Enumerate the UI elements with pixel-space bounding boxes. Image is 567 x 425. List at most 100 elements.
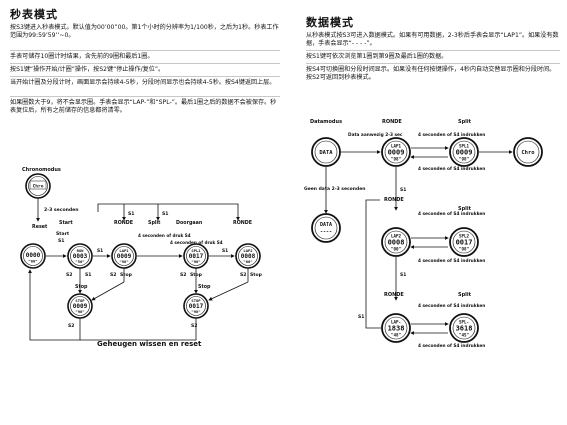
s1-label: S1 bbox=[58, 238, 65, 244]
svg-text:LAP1: LAP1 bbox=[119, 248, 129, 253]
svg-text:"98": "98" bbox=[75, 309, 84, 314]
divider bbox=[10, 50, 280, 51]
reset-caption: Geheugen wissen en reset bbox=[97, 340, 202, 348]
paragraph: 从秒表模式按S3可进入数据模式。如果有可用数据，2-3秒后手表会显示“LAP1”… bbox=[306, 32, 559, 48]
divider bbox=[10, 96, 280, 97]
svg-text:1838: 1838 bbox=[388, 325, 405, 333]
watch-display-spl1: SPL1 0009 "98" bbox=[449, 137, 479, 167]
state-label-split: Split bbox=[148, 220, 161, 226]
hold-note: 4 seconden of druk S4 bbox=[170, 240, 223, 245]
state-label-reset: Reset bbox=[32, 224, 48, 230]
hold-note: 4 seconden of S4 indrukken bbox=[418, 343, 485, 349]
s1-label: S1 bbox=[97, 248, 103, 254]
hold-note: 4 seconden of druk S4 bbox=[138, 233, 191, 238]
stop-label: Stop bbox=[75, 284, 88, 290]
split-label: Split bbox=[458, 292, 472, 298]
ronde-label: RONDE bbox=[384, 197, 404, 203]
svg-text:0017: 0017 bbox=[456, 239, 473, 247]
paragraph: 如果圈数大于9，将不会显示圈。手表会显示“LAP-”和“SPL-”。最后1圈之后… bbox=[10, 99, 277, 115]
watch-display-lap2: LAP2 0008 "00" bbox=[235, 243, 261, 269]
divider bbox=[306, 63, 560, 64]
svg-text:LAP2: LAP2 bbox=[391, 234, 402, 239]
svg-text:STOP: STOP bbox=[191, 298, 201, 303]
display-top-text: Chro bbox=[33, 184, 44, 190]
watch-display-spl1: SPL1 0017 "98" bbox=[183, 243, 209, 269]
svg-text:"98": "98" bbox=[191, 259, 200, 264]
s1-label: S1 bbox=[162, 211, 169, 217]
svg-text:DATA: DATA bbox=[320, 222, 332, 228]
paragraph: 当开始计圈及分段计时，画面显示会持续4-5秒，分段时间显示也会持续4-5秒。按S… bbox=[10, 79, 276, 86]
svg-text:"98": "98" bbox=[119, 259, 128, 264]
svg-text:"00": "00" bbox=[28, 259, 37, 264]
svg-text:"48": "48" bbox=[391, 333, 402, 338]
stopwatch-flow-diagram: Chronomodus Chro 2-3 seconden Reset Star… bbox=[20, 167, 263, 348]
svg-text:"45": "45" bbox=[459, 333, 470, 338]
svg-text:SPL1: SPL1 bbox=[191, 248, 201, 253]
svg-text:0009: 0009 bbox=[117, 253, 132, 260]
watch-display-lap1: LAP1 0009 "98" bbox=[111, 243, 137, 269]
state-label-ronde-2: RONDE bbox=[233, 220, 252, 226]
watch-display-data: DATA bbox=[311, 137, 341, 167]
svg-text:"56": "56" bbox=[75, 259, 84, 264]
paragraph: 按S1键“操作开始/计圈”操作，按S2键“停止操作/复位”。 bbox=[10, 66, 165, 73]
s1-label: S1 bbox=[128, 211, 135, 217]
s1-label: S1 bbox=[400, 187, 406, 193]
data-mode-flow-diagram: Datamodus RONDE Split Data aanwezig 2-3 … bbox=[304, 119, 543, 349]
svg-text:Chro: Chro bbox=[521, 150, 535, 156]
state-label-ronde: RONDE bbox=[114, 220, 133, 226]
svg-text:RUN: RUN bbox=[77, 248, 85, 253]
svg-text:0009: 0009 bbox=[456, 149, 473, 157]
watch-display-stop-2: STOP 0017 "98" bbox=[183, 293, 209, 319]
stop-label: Stop bbox=[198, 284, 211, 290]
section-title: 数据模式 bbox=[306, 16, 354, 29]
section-title: 秒表模式 bbox=[10, 8, 58, 21]
stop-label: Stop bbox=[250, 272, 263, 278]
state-label-doorgaan: Doorgaan bbox=[176, 220, 203, 226]
s1-label: S1 bbox=[222, 248, 228, 254]
svg-text:"00": "00" bbox=[243, 259, 252, 264]
data-note: Data aanwezig 2-3 sec bbox=[348, 132, 403, 138]
watch-display-run: RUN 0003 "56" bbox=[67, 243, 93, 269]
watch-display-reset: 0000 "00" bbox=[20, 243, 46, 269]
watch-display-stop-1: STOP 0009 "98" bbox=[67, 293, 93, 319]
chronomodus-label: Chronomodus bbox=[22, 167, 61, 173]
svg-text:0009: 0009 bbox=[73, 303, 88, 310]
s2-label: S2 bbox=[191, 323, 198, 329]
watch-display-lap2: LAP2 0008 "00" bbox=[381, 227, 411, 257]
s2-label: S2 bbox=[240, 272, 247, 278]
s2-label: S2 bbox=[66, 272, 73, 278]
seconds-note: 2-3 seconden bbox=[44, 207, 79, 213]
s1-label: S1 bbox=[85, 272, 92, 278]
no-data-note: Geen data 2-3 seconden bbox=[304, 186, 365, 192]
watch-display-spl2: SPL2 0017 "98" bbox=[449, 227, 479, 257]
split-label: Split bbox=[458, 206, 472, 212]
paragraph: 按S3键进入秒表模式。默认值为00’00”00。第1个小时的分辨率为1/100秒… bbox=[10, 24, 279, 40]
start-label: Start bbox=[56, 231, 70, 237]
svg-text:0003: 0003 bbox=[73, 253, 88, 260]
svg-text:SPL1: SPL1 bbox=[459, 144, 470, 149]
watch-display-lap1: LAP1 0009 "98" bbox=[381, 137, 411, 167]
svg-text:0008: 0008 bbox=[388, 239, 405, 247]
state-label-start: Start bbox=[59, 220, 73, 226]
svg-text:SPL2: SPL2 bbox=[459, 234, 470, 239]
stop-label: Stop bbox=[120, 272, 133, 278]
svg-text:STOP: STOP bbox=[75, 298, 85, 303]
svg-text:"98": "98" bbox=[191, 309, 200, 314]
watch-display-data-empty: DATA ---- bbox=[311, 213, 341, 243]
hold-note: 4 seconden of S4 indrukken bbox=[418, 211, 485, 217]
flow-arrow bbox=[91, 281, 125, 301]
flow-arrow bbox=[208, 281, 249, 301]
datamodus-label: Datamodus bbox=[310, 119, 342, 125]
s2-label: S2 bbox=[180, 272, 187, 278]
s1-label: S1 bbox=[400, 272, 406, 278]
svg-text:"00": "00" bbox=[391, 247, 402, 252]
ronde-label: RONDE bbox=[384, 292, 404, 298]
paragraph: 按S4可切换圈和分段时间显示。如果没有任何按键操作，4秒内自动交替显示圈和分段时… bbox=[306, 66, 556, 82]
watch-display-chro: Chro bbox=[513, 137, 543, 167]
svg-text:LAP-: LAP- bbox=[391, 320, 401, 325]
reset-path bbox=[28, 269, 81, 341]
svg-text:LAP2: LAP2 bbox=[243, 248, 252, 253]
svg-text:"98": "98" bbox=[459, 157, 470, 162]
s1-label: S1 bbox=[358, 314, 364, 320]
watch-display-spl-last: SPL- 3618 "45" bbox=[449, 313, 479, 343]
